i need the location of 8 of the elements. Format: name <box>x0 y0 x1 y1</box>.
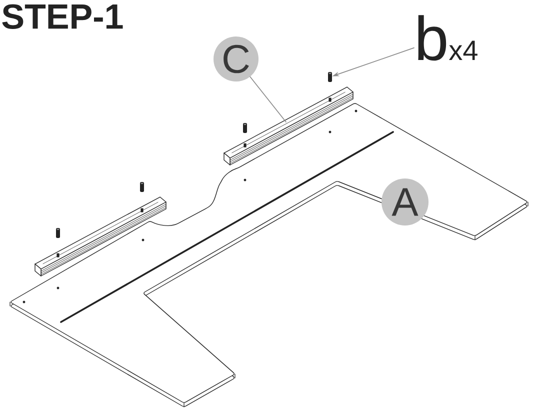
leader-line <box>250 76 286 122</box>
bolt <box>56 228 60 238</box>
bolt <box>328 72 332 82</box>
bolt <box>140 182 144 192</box>
rail <box>34 196 166 276</box>
step-title: STEP-1 <box>2 4 123 29</box>
bolt <box>243 123 247 133</box>
rail <box>224 86 354 166</box>
